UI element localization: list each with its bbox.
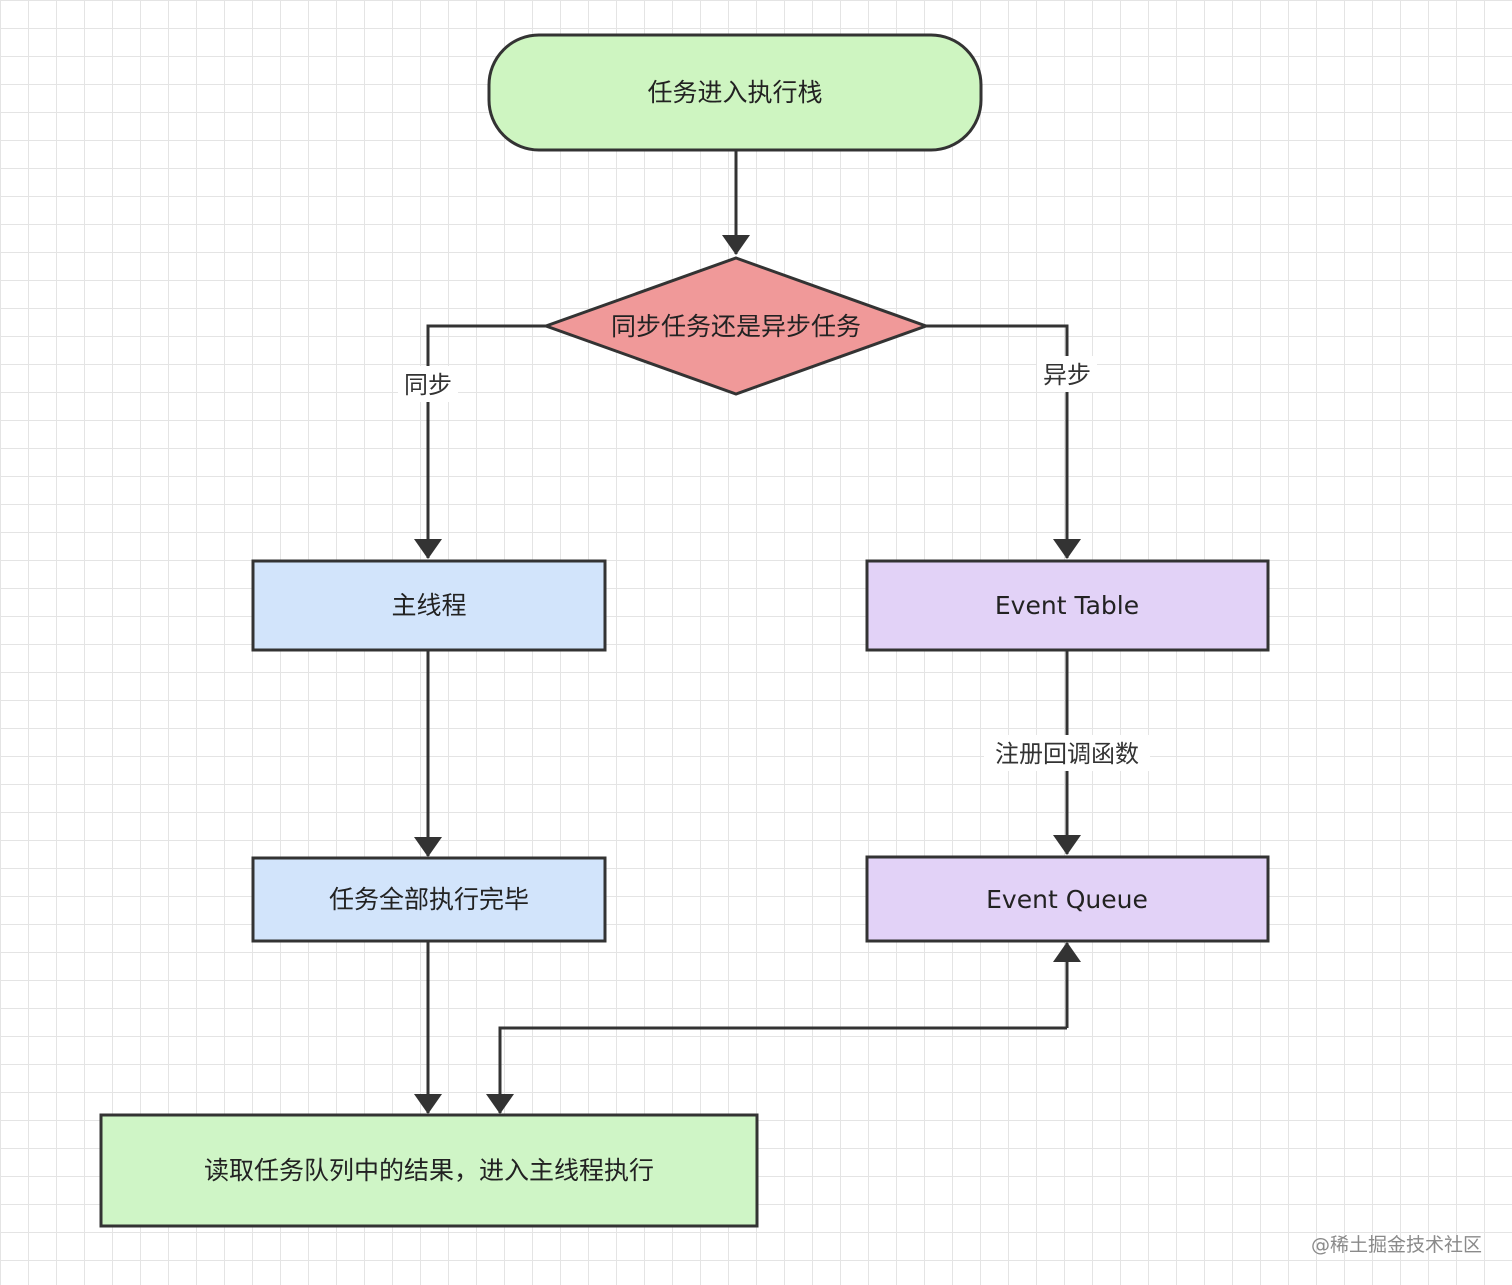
edge-label-sync-text: 同步 xyxy=(404,371,452,399)
node-main-thread-shape xyxy=(251,559,607,652)
edge-label-register-callback: 注册回调函数 xyxy=(984,735,1150,771)
node-main-thread-label: 主线程 xyxy=(391,591,466,620)
node-main-thread: 主线程 xyxy=(251,559,607,652)
edge-event-queue-to-read-queue xyxy=(486,1026,1067,1114)
node-event-table-label: Event Table xyxy=(995,591,1139,620)
node-start-shape xyxy=(487,33,983,152)
node-event-queue: Event Queue xyxy=(865,855,1270,943)
edge-label-async-text: 异步 xyxy=(1043,361,1091,389)
watermark: @稀土掘金技术社区 xyxy=(1310,1234,1482,1256)
node-read-queue-shape xyxy=(99,1113,759,1228)
node-all-done-shape xyxy=(251,856,607,943)
node-event-table: Event Table xyxy=(865,559,1270,652)
node-read-queue: 读取任务队列中的结果，进入主线程执行 xyxy=(99,1113,759,1228)
edge-decision-to-event-table xyxy=(926,324,1081,559)
edge-label-register-callback-text: 注册回调函数 xyxy=(995,740,1139,768)
node-start: 任务进入执行栈 xyxy=(487,33,983,152)
node-decision-label: 同步任务还是异步任务 xyxy=(611,312,861,341)
edge-label-sync: 同步 xyxy=(398,366,458,402)
node-decision: 同步任务还是异步任务 xyxy=(541,256,931,396)
node-all-done-label: 任务全部执行完毕 xyxy=(329,885,529,914)
edge-label-async: 异步 xyxy=(1037,356,1097,392)
node-start-label: 任务进入执行栈 xyxy=(647,78,822,107)
edge-decision-to-main-thread xyxy=(414,324,546,559)
node-event-queue-label: Event Queue xyxy=(986,885,1148,914)
node-event-table-shape xyxy=(865,559,1270,652)
node-decision-shape xyxy=(541,256,931,396)
node-read-queue-label: 读取任务队列中的结果，进入主线程执行 xyxy=(204,1156,654,1185)
node-event-queue-shape xyxy=(865,855,1270,943)
node-all-done: 任务全部执行完毕 xyxy=(251,856,607,943)
